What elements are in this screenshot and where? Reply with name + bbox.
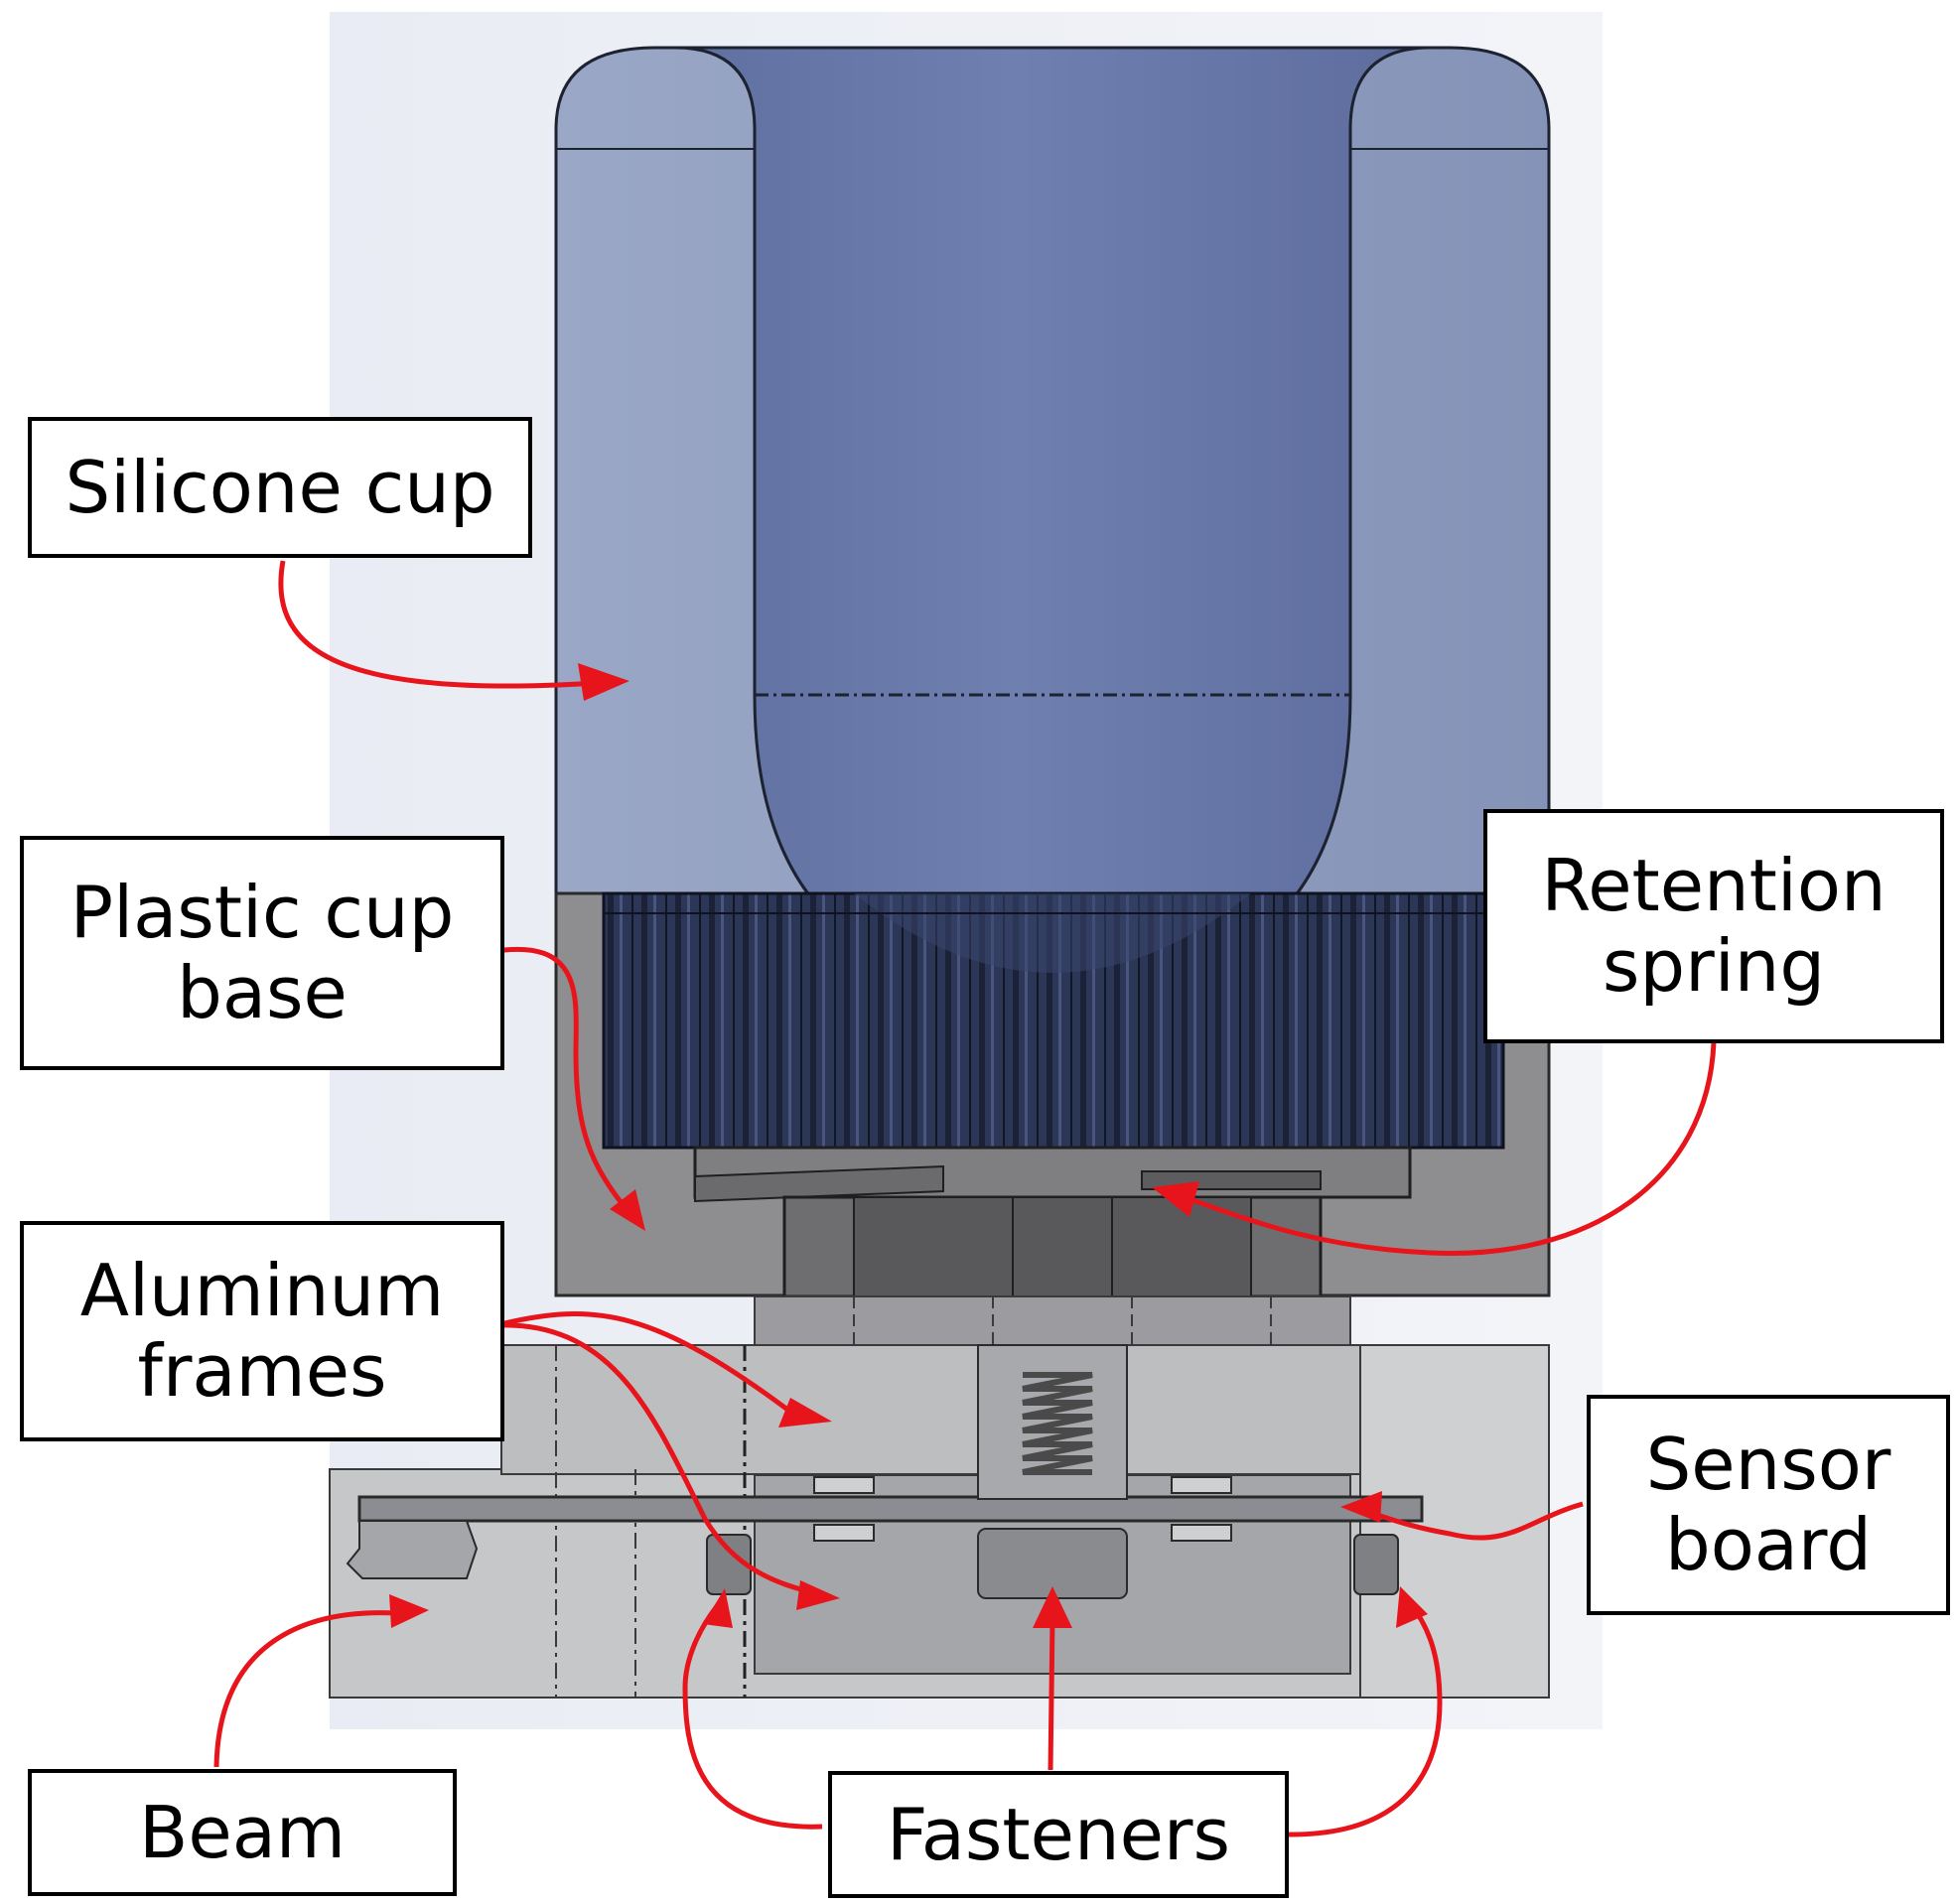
sensor-board bbox=[357, 1495, 1424, 1523]
label-aluminum-frames: Aluminum frames bbox=[20, 1221, 504, 1441]
label-plastic-cup-base-line2: base bbox=[177, 951, 348, 1034]
annotation-arrows bbox=[213, 560, 1717, 1837]
arrow-sensor-board bbox=[1364, 1501, 1584, 1541]
center-screw-thread bbox=[1022, 1372, 1093, 1475]
arrow-retention-spring bbox=[1181, 1041, 1717, 1257]
label-retention-spring-line1: Retention bbox=[1541, 844, 1887, 928]
label-fasteners: Fasteners bbox=[828, 1771, 1289, 1898]
arrow-aluminum-frames-upper bbox=[495, 1311, 796, 1418]
label-silicone-cup: Silicone cup bbox=[28, 417, 532, 558]
label-sensor-board-line1: Sensor bbox=[1645, 1423, 1891, 1507]
arrowheads bbox=[389, 663, 1428, 1628]
label-aluminum-frames-line2: frames bbox=[137, 1329, 387, 1413]
right-fastener-head bbox=[1353, 1534, 1399, 1595]
label-silicone-cup-text: Silicone cup bbox=[65, 445, 495, 529]
arrow-fastener-right bbox=[1284, 1601, 1443, 1837]
label-aluminum-frames-line1: Aluminum bbox=[79, 1249, 445, 1333]
arrow-fastener-left bbox=[682, 1604, 823, 1830]
label-beam: Beam bbox=[28, 1769, 457, 1896]
arrow-beam bbox=[213, 1610, 398, 1768]
silicone-cup-cavity bbox=[674, 46, 1431, 995]
arrow-fastener-center bbox=[1048, 1617, 1055, 1771]
arrow-silicone-cup bbox=[278, 560, 597, 689]
label-sensor-board: Sensor board bbox=[1587, 1395, 1950, 1615]
label-retention-spring: Retention spring bbox=[1483, 809, 1944, 1043]
label-plastic-cup-base: Plastic cup base bbox=[20, 836, 504, 1070]
label-sensor-board-line2: board bbox=[1665, 1503, 1872, 1586]
label-fasteners-text: Fasteners bbox=[886, 1792, 1230, 1876]
label-retention-spring-line2: spring bbox=[1602, 924, 1826, 1008]
arrow-aluminum-frames-lower bbox=[495, 1322, 817, 1596]
label-beam-text: Beam bbox=[139, 1790, 346, 1874]
left-fastener-head bbox=[706, 1534, 752, 1595]
arrow-plastic-cup-base bbox=[495, 946, 637, 1223]
label-plastic-cup-base-line1: Plastic cup bbox=[70, 871, 455, 955]
